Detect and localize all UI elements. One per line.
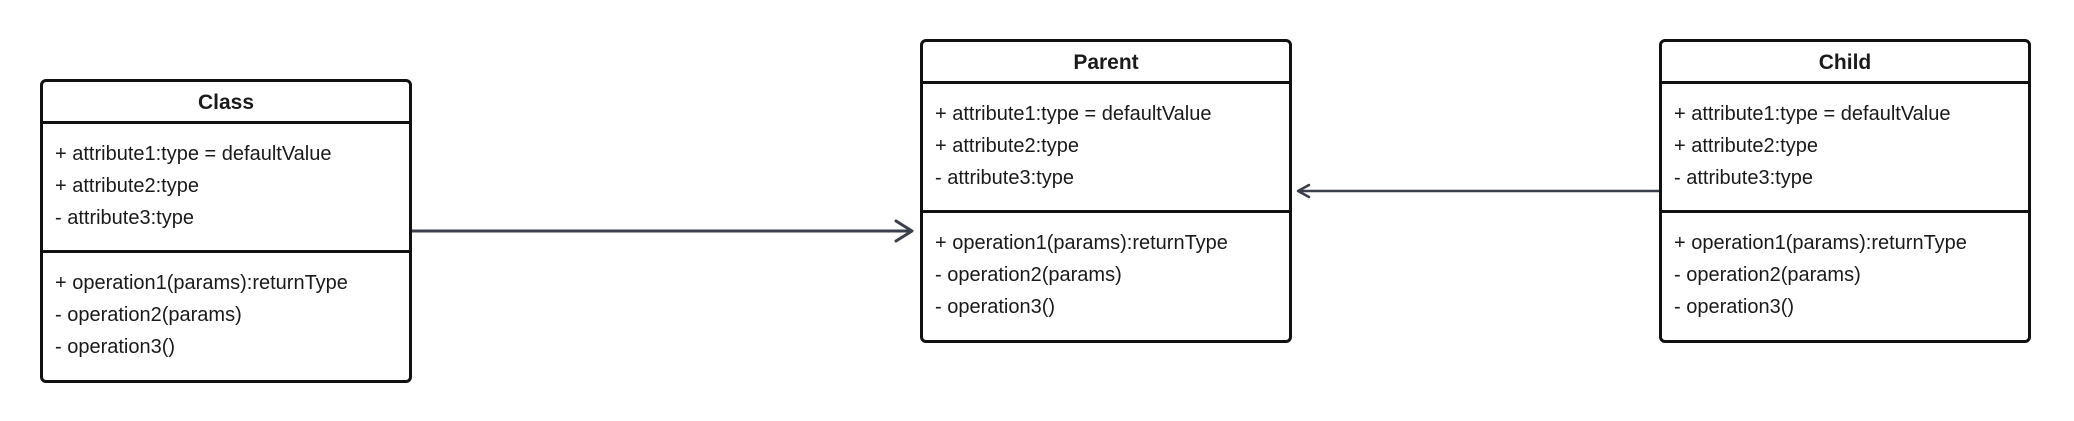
attributes-section: + attribute1:type = defaultValue + attri… bbox=[1662, 84, 2028, 213]
class-box-class[interactable]: Class + attribute1:type = defaultValue +… bbox=[40, 79, 412, 383]
operation-row: + operation1(params):returnType bbox=[55, 272, 348, 294]
attribute-row: + attribute1:type = defaultValue bbox=[1674, 103, 1951, 125]
class-box-child[interactable]: Child + attribute1:type = defaultValue +… bbox=[1659, 39, 2031, 343]
connector-arrowhead bbox=[1296, 183, 1311, 199]
attribute-row: - attribute3:type bbox=[1674, 167, 1813, 189]
operation-row: + operation1(params):returnType bbox=[1674, 232, 1967, 254]
association-class-to-parent[interactable] bbox=[412, 219, 914, 243]
operation-row: - operation3() bbox=[935, 296, 1056, 318]
operation-row: - operation2(params) bbox=[55, 304, 242, 326]
class-title: Parent bbox=[923, 42, 1289, 84]
operation-row: - operation2(params) bbox=[1674, 264, 1861, 286]
association-arrowhead bbox=[894, 219, 914, 243]
operations-section: + operation1(params):returnType - operat… bbox=[1662, 213, 2028, 340]
connector-child-to-parent[interactable] bbox=[1296, 183, 1659, 199]
operation-row: - operation3() bbox=[1674, 296, 1795, 318]
attribute-row: + attribute1:type = defaultValue bbox=[935, 103, 1212, 125]
attribute-row: - attribute3:type bbox=[55, 207, 194, 229]
operation-row: - operation2(params) bbox=[935, 264, 1122, 286]
operations-section: + operation1(params):returnType - operat… bbox=[43, 253, 409, 380]
class-title: Class bbox=[43, 82, 409, 124]
operations-section: + operation1(params):returnType - operat… bbox=[923, 213, 1289, 340]
class-title: Child bbox=[1662, 42, 2028, 84]
class-box-parent[interactable]: Parent + attribute1:type = defaultValue … bbox=[920, 39, 1292, 343]
attributes-section: + attribute1:type = defaultValue + attri… bbox=[923, 84, 1289, 213]
attribute-row: + attribute2:type bbox=[55, 175, 199, 197]
attributes-section: + attribute1:type = defaultValue + attri… bbox=[43, 124, 409, 253]
attribute-row: - attribute3:type bbox=[935, 167, 1074, 189]
operation-row: - operation3() bbox=[55, 336, 176, 358]
operation-row: + operation1(params):returnType bbox=[935, 232, 1228, 254]
attribute-row: + attribute2:type bbox=[1674, 135, 1818, 157]
attribute-row: + attribute1:type = defaultValue bbox=[55, 143, 332, 165]
attribute-row: + attribute2:type bbox=[935, 135, 1079, 157]
